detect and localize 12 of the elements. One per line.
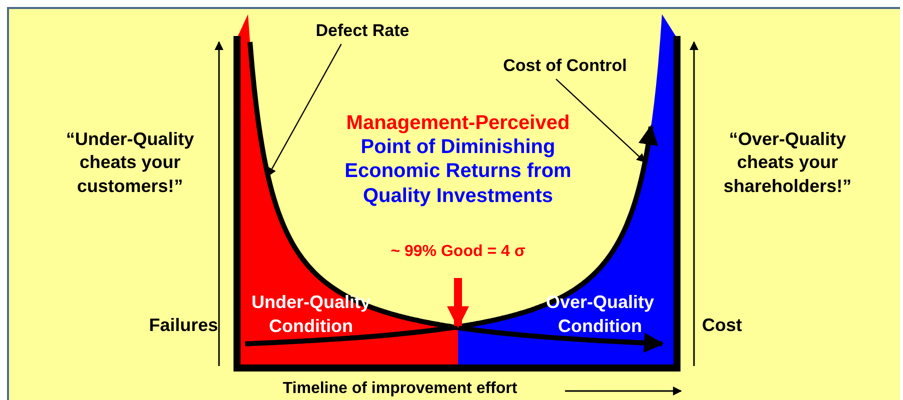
quote-text: “Under-Quality cheats your customers!” [64, 128, 195, 198]
chart-heading: Management-Perceived [345, 111, 571, 136]
chart-heading: Point of Diminishing Economic Returns from Quality Investments [344, 135, 572, 208]
threshold-label: ~ 99% Good = 4 σ [390, 242, 526, 262]
curve-label: Cost of Control [475, 55, 655, 78]
axis-label: Failures [148, 314, 218, 337]
curve-label: Defect Rate [300, 20, 425, 42]
leader-line [267, 44, 342, 177]
axis-label: Cost [702, 314, 743, 337]
leader-line [556, 78, 646, 163]
quote-text: “Over-Quality cheats your shareholders!” [722, 128, 853, 198]
axis-label: Timeline of improvement effort [282, 379, 518, 399]
